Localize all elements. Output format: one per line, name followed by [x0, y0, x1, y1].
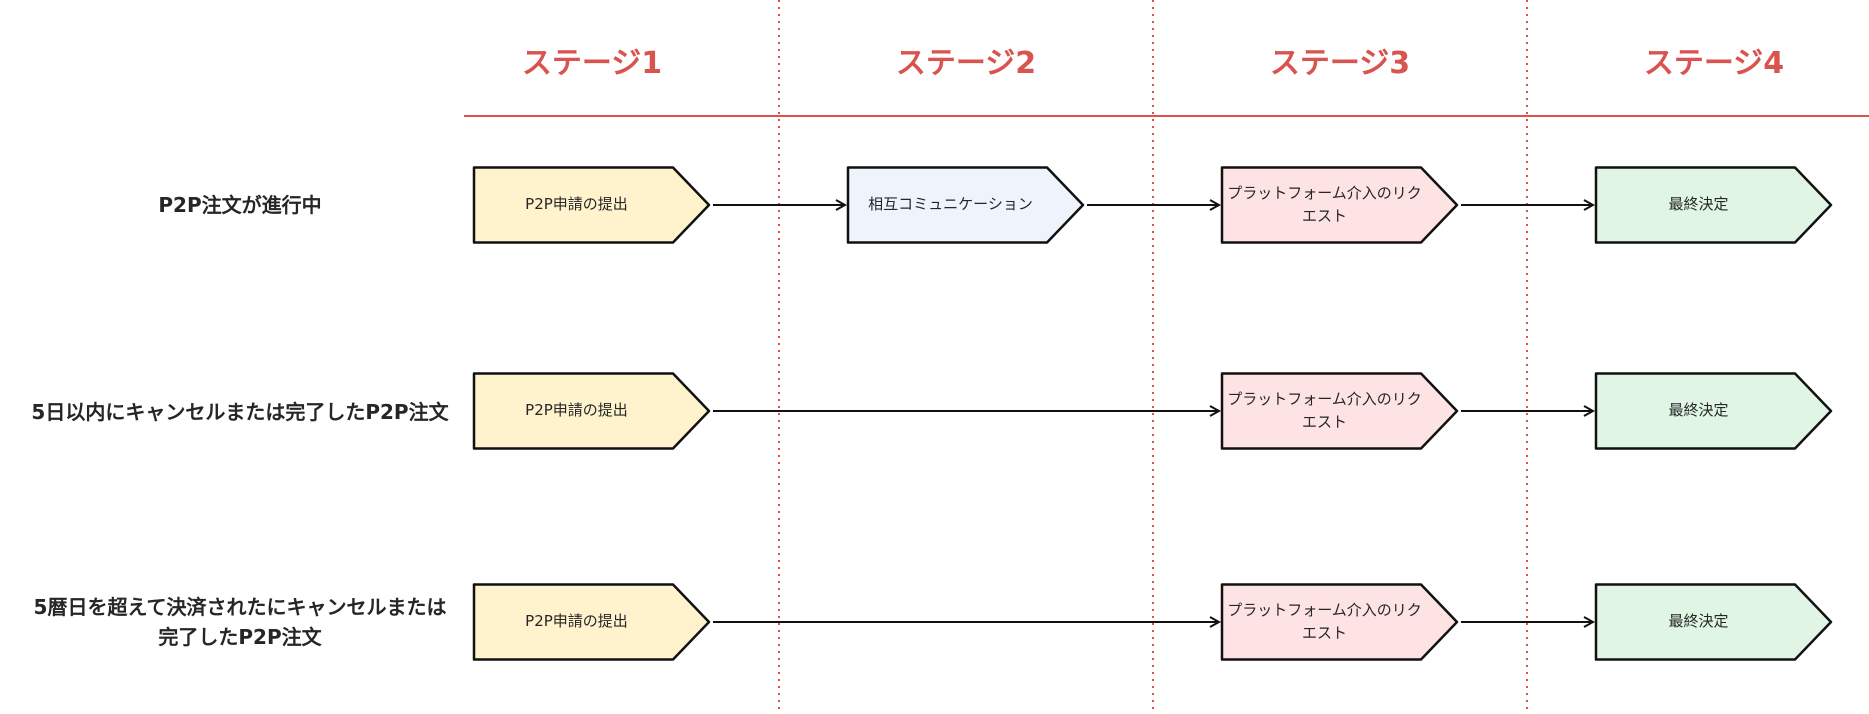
stage-node [472, 166, 711, 244]
node-label: プラットフォーム介入のリクエスト [1227, 600, 1422, 642]
node-label: P2P申請の提出 [525, 401, 628, 419]
stage-title-1: ステージ1 [521, 46, 663, 81]
stage-node [846, 166, 1085, 244]
node-label: 最終決定 [1668, 401, 1729, 419]
stage-node [472, 372, 711, 450]
node-label: プラットフォーム介入のリクエスト [1227, 389, 1422, 431]
stage-node [1594, 372, 1833, 450]
row-label-2: 5日以内にキャンセルまたは完了したP2P注文 [31, 400, 449, 424]
stage-title-4: ステージ4 [1643, 46, 1785, 81]
stage-node [472, 583, 711, 661]
stage-node [1594, 166, 1833, 244]
node-label: プラットフォーム介入のリクエスト [1227, 183, 1422, 225]
stage-node [1594, 583, 1833, 661]
stage-title-2: ステージ2 [895, 46, 1037, 81]
stage-node [1220, 583, 1459, 661]
node-label: 相互コミュニケーション [868, 195, 1033, 213]
node-label: P2P申請の提出 [525, 612, 628, 630]
stage-title-3: ステージ3 [1269, 46, 1411, 81]
row-label-3: 5暦日を超えて決済されたにキャンセルまたは完了したP2P注文 [33, 595, 447, 649]
stage-node [1220, 166, 1459, 244]
node-label: 最終決定 [1668, 195, 1729, 213]
row-label-1: P2P注文が進行中 [158, 193, 322, 217]
node-label: P2P申請の提出 [525, 195, 628, 213]
node-label: 最終決定 [1668, 612, 1729, 630]
stage-node [1220, 372, 1459, 450]
